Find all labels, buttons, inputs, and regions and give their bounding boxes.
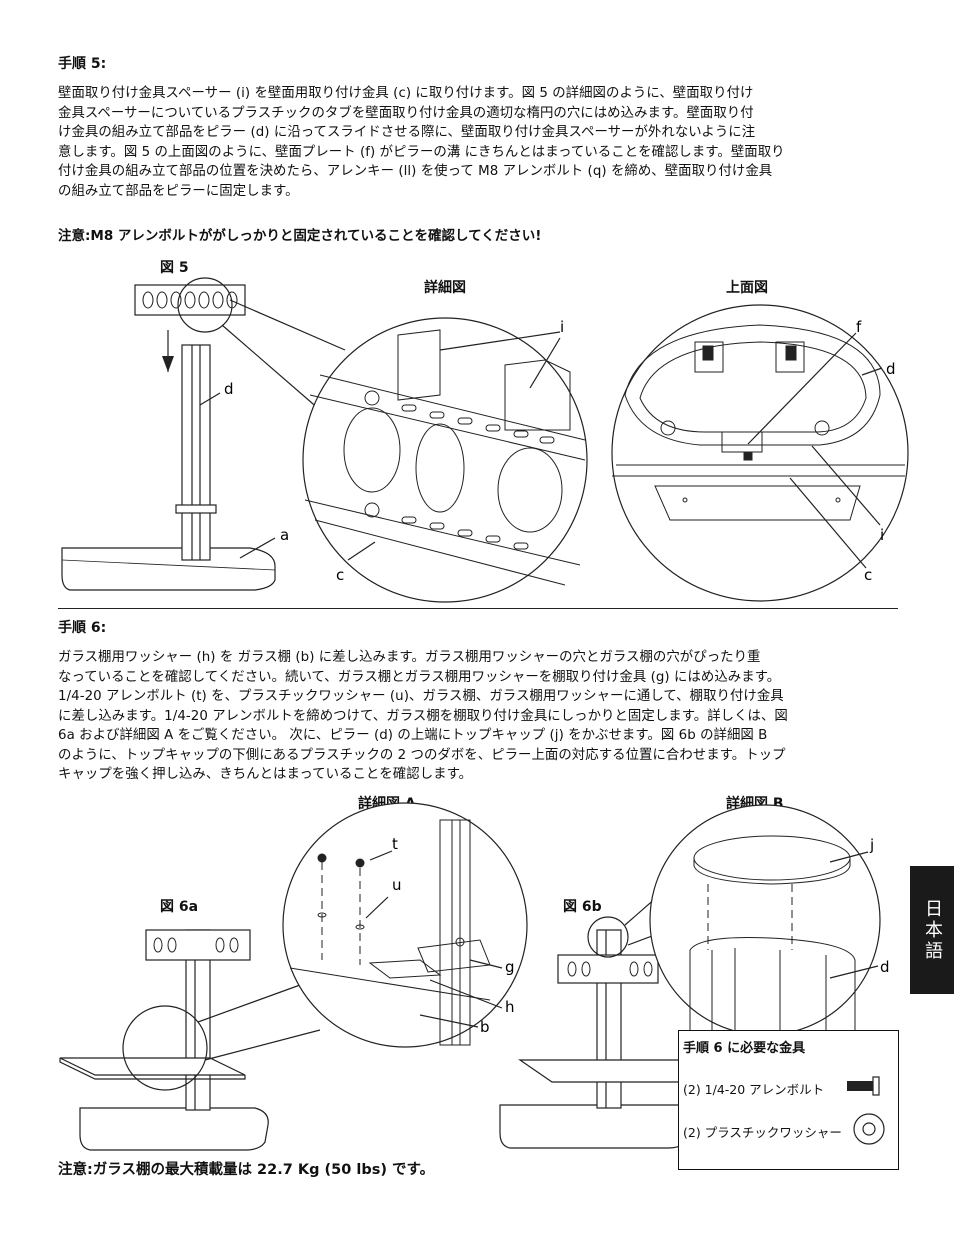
hardware-item-washer: (2) プラスチックワッシャー xyxy=(683,1125,842,1140)
step5-line: け金具の組み立て部品をピラー (d) に沿ってスライドさせる際に、壁面取り付け金… xyxy=(58,125,756,140)
hardware-item-bolt: (2) 1/4-20 アレンボルト xyxy=(683,1082,825,1097)
language-tab: 日本語 xyxy=(910,866,954,994)
step6-line: ガラス棚用ワッシャー (h) を ガラス棚 (b) に差し込みます。ガラス棚用ワ… xyxy=(58,650,761,665)
callout-u: u xyxy=(392,876,402,894)
callout-d6: d xyxy=(880,958,890,976)
step6-line: のように、トップキャップの下側にあるプラスチックの 2 つのダボを、ピラー上面の… xyxy=(58,747,786,763)
callout-a: a xyxy=(280,526,289,544)
callout-g: g xyxy=(505,958,515,976)
step5-line: 壁面取り付け金具スペーサー (i) を壁面用取り付け金具 (c) に取り付けます… xyxy=(58,86,754,101)
step6-paragraph: ガラス棚用ワッシャー (h) を ガラス棚 (b) に差し込みます。ガラス棚用ワ… xyxy=(58,648,903,785)
step6-line: に差し込みます。1/4-20 アレンボルトを締めつけて、ガラス棚を棚取り付け金具… xyxy=(58,708,788,724)
step6-heading: 手順 6: xyxy=(58,620,107,636)
callout-c: c xyxy=(336,566,344,584)
step5-paragraph: 壁面取り付け金具スペーサー (i) を壁面用取り付け金具 (c) に取り付けます… xyxy=(58,84,903,201)
step5-heading: 手順 5: xyxy=(58,56,107,72)
fig5-label: 図 5 xyxy=(160,260,189,276)
step5-line: 金具スペーサーについているプラスチックのタブを壁面取り付け金具の適切な楕円の穴に… xyxy=(58,105,754,121)
hardware-required-box: 手順 6 に必要な金具 (2) 1/4-20 アレンボルト (2) プラスチック… xyxy=(678,1030,899,1170)
top-view-label: 上面図 xyxy=(726,280,768,296)
step6-line: 6a および詳細図 A をご覧ください。 次に、ピラー (d) の上端にトップキ… xyxy=(58,728,768,743)
callout-h: h xyxy=(505,998,515,1016)
step6-line: なっていることを確認してください。続いて、ガラス棚とガラス棚用ワッシャーを棚取り… xyxy=(58,669,781,685)
hardware-title: 手順 6 に必要な金具 xyxy=(683,1041,806,1056)
language-tab-label: 日本語 xyxy=(922,898,943,962)
washer-icon xyxy=(853,1113,885,1145)
callout-f: f xyxy=(856,318,862,336)
callout-c-top: c xyxy=(864,566,872,584)
detail-view-label: 詳細図 xyxy=(424,280,466,296)
callout-i-top: i xyxy=(880,526,884,544)
callout-i: i xyxy=(560,318,564,336)
step5-line: 意します。図 5 の上面図のように、壁面プレート (f) がピラーの溝 にきちん… xyxy=(58,144,785,160)
callout-d: d xyxy=(224,380,234,398)
step6-line: キャップを強く押し込み、きちんとはまっていることを確認します。 xyxy=(58,767,473,782)
callout-t: t xyxy=(392,835,398,853)
fig6b-label: 図 6b xyxy=(563,899,602,915)
callout-d-top: d xyxy=(886,360,896,378)
step6-line: 1/4-20 アレンボルト (t) を、プラスチックワッシャー (u)、ガラス棚… xyxy=(58,689,784,704)
step5-line: 付け金具の組み立て部品の位置を決めたら、アレンキー (ll) を使って M8 ア… xyxy=(58,164,773,179)
fig6a-label: 図 6a xyxy=(160,899,199,915)
section-divider xyxy=(58,608,898,609)
callout-b: b xyxy=(480,1018,490,1036)
step6-note: 注意:ガラス棚の最大積載量は 22.7 Kg (50 lbs) です。 xyxy=(58,1162,435,1178)
callout-j: j xyxy=(869,836,874,854)
bolt-icon xyxy=(847,1076,880,1096)
step5-line: の組み立て部品をピラーに固定します。 xyxy=(58,183,299,199)
step5-note: 注意:M8 アレンボルトががしっかりと固定されていることを確認してください! xyxy=(58,228,542,244)
